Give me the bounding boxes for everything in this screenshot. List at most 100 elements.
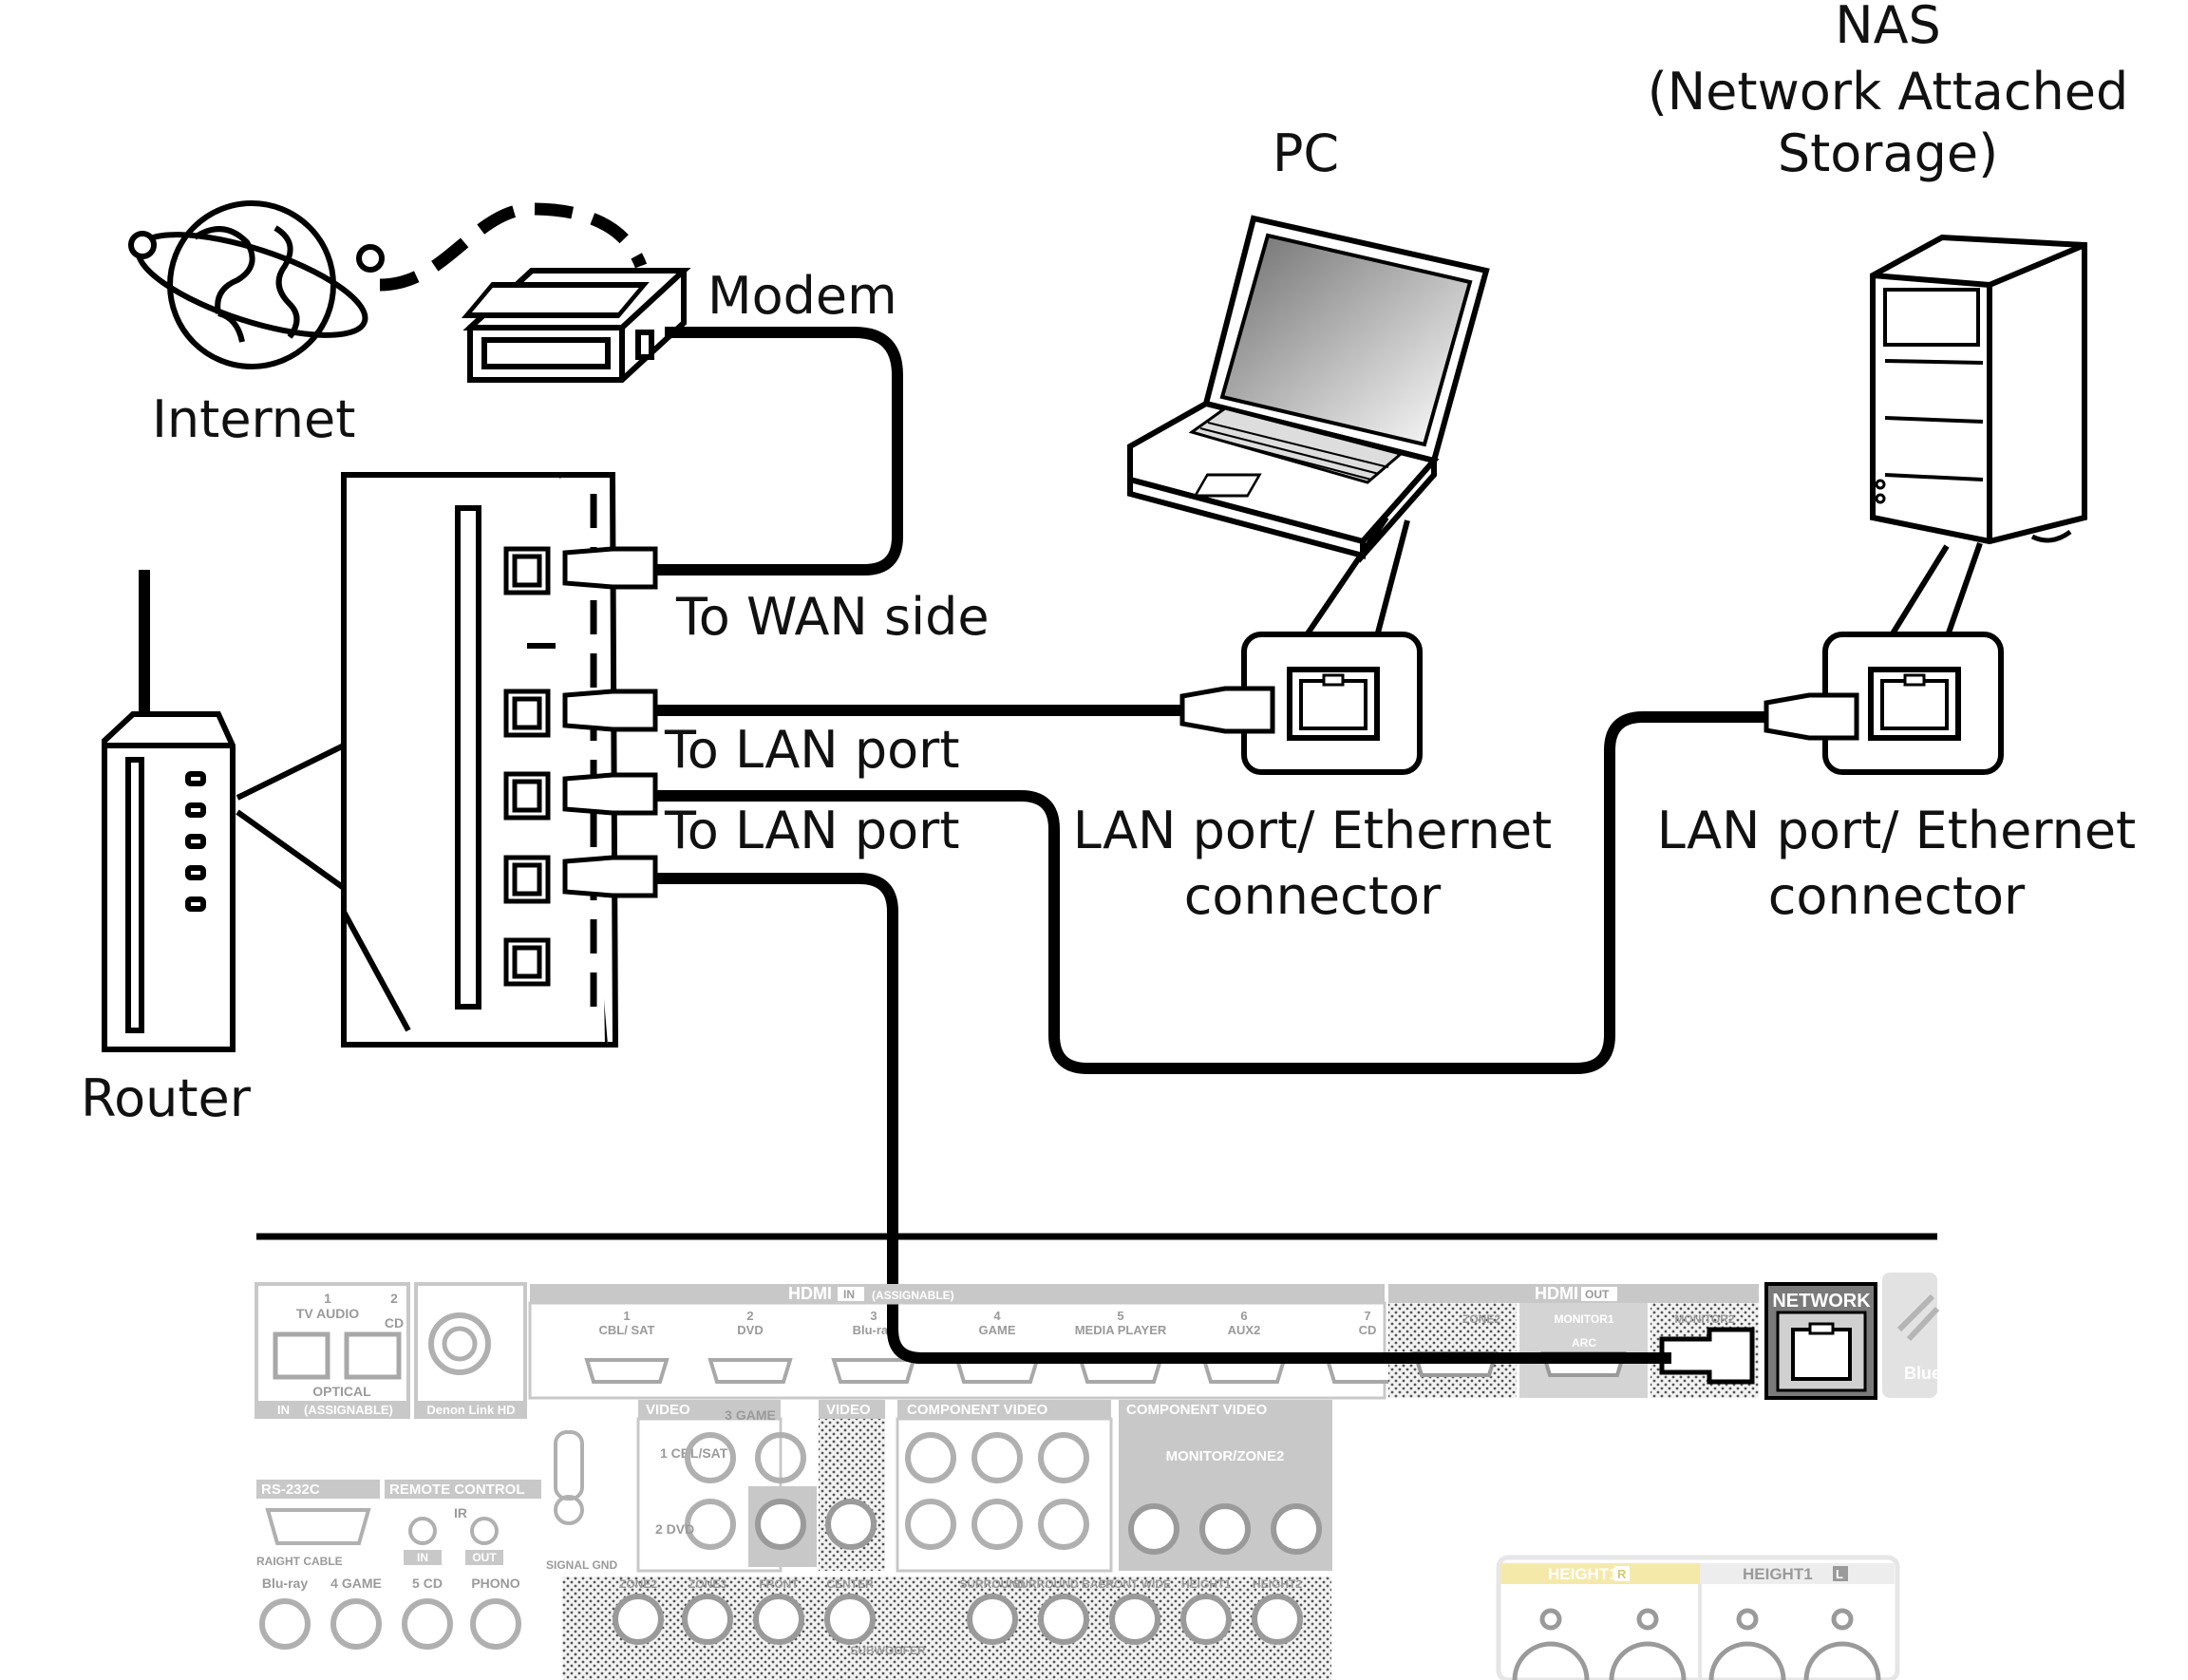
hdmi-input-socket xyxy=(707,1358,793,1384)
video-out-label: VIDEO xyxy=(826,1402,871,1418)
hdmi-input-name: GAME xyxy=(979,1323,1016,1337)
ir-out-label: OUT xyxy=(472,1551,497,1564)
bottom-input-label: 5 CD xyxy=(412,1576,443,1591)
hdmi-input-number: 5 xyxy=(1117,1309,1123,1323)
pc-lan-port xyxy=(1179,632,1423,775)
diagram-labels: NAS (Network Attached Storage) PC Modem … xyxy=(81,0,2136,1128)
hdmi-input-name: DVD xyxy=(737,1323,763,1337)
nas-zoom-callout xyxy=(1887,542,1983,640)
hdmi-in-label: HDMI xyxy=(788,1284,832,1303)
svg-text:R: R xyxy=(1617,1567,1627,1581)
nas-port-label-line2: connector xyxy=(1768,866,2026,926)
speaker-terminal-label: HEIGHT2 xyxy=(1253,1577,1302,1591)
svg-text:2: 2 xyxy=(390,1291,398,1306)
component-in-label: COMPONENT VIDEO xyxy=(907,1402,1048,1418)
speaker-terminal-label: ZONE2 xyxy=(619,1577,657,1591)
laptop-icon xyxy=(1127,215,1490,563)
hdmi-input-number: 3 xyxy=(870,1309,877,1323)
hdmi-input-number: 6 xyxy=(1240,1309,1247,1323)
hdmi-input-name: CBL/ SAT xyxy=(599,1323,655,1337)
speaker-jack xyxy=(1180,1594,1232,1645)
speaker-terminal-label: HEIGHT1 xyxy=(1181,1577,1231,1591)
optical-in-label: IN xyxy=(277,1403,290,1417)
hdmi-in-assign: (ASSIGNABLE) xyxy=(872,1289,954,1302)
hdmi-input-name: CD xyxy=(1359,1323,1377,1337)
hdmi-input-number: 7 xyxy=(1364,1309,1370,1323)
hdmi-input-name: Blu-ray xyxy=(853,1323,896,1337)
signal-gnd-label: SIGNAL GND xyxy=(546,1558,617,1572)
component-out-label: COMPONENT VIDEO xyxy=(1126,1402,1268,1418)
pc-plug xyxy=(1179,686,1275,734)
monitor1-label: MONITOR1 xyxy=(1554,1312,1613,1326)
pc-zoom-callout xyxy=(1303,516,1410,638)
height1-l-label: HEIGHT1 xyxy=(1743,1565,1813,1583)
pc-port-label-line2: connector xyxy=(1184,866,1442,926)
rs232c-label: RS-232C xyxy=(261,1482,320,1498)
tv-audio-label: TV AUDIO xyxy=(296,1306,359,1321)
bottom-input-label: 4 GAME xyxy=(330,1576,382,1591)
speaker-terminal-label: SURROUND xyxy=(959,1577,1026,1591)
internet-dashed-link xyxy=(379,202,648,292)
straight-cable-label: RAIGHT CABLE xyxy=(256,1555,343,1568)
rca-jack xyxy=(259,1598,311,1650)
nas-label-line2: (Network Attached xyxy=(1648,62,2129,122)
hdmi-out-badge: OUT xyxy=(1585,1288,1610,1301)
nas-port-label-line1: LAN port/ Ethernet xyxy=(1657,801,2136,860)
denon-link-label: Denon Link HD xyxy=(426,1403,515,1417)
arc-label: ARC xyxy=(1572,1336,1596,1350)
router-wan-port xyxy=(503,546,551,595)
speaker-jack xyxy=(824,1594,876,1645)
hdmi-input-number: 1 xyxy=(623,1309,630,1323)
svg-text:1: 1 xyxy=(324,1291,331,1306)
height1-r-label: HEIGHT1 xyxy=(1548,1565,1618,1583)
video-in-assign: (ASSIGNABLE) xyxy=(644,1418,720,1429)
optical-label: OPTICAL xyxy=(312,1384,371,1399)
speaker-terminal-label: SURROUND BACK xyxy=(1012,1577,1115,1591)
receiver-lan-plug xyxy=(1659,1327,1755,1385)
bottom-input-label: Blu-ray xyxy=(262,1576,308,1591)
nas-lan-port xyxy=(1764,632,2004,775)
bottom-input-row: Blu-ray 4 GAME 5 CD PHONO xyxy=(259,1576,521,1650)
video-one-cbl: 1 CBL/SAT xyxy=(660,1445,728,1461)
speaker-terminal-label: CENTER xyxy=(826,1577,874,1591)
speaker-terminal-label: ZONE3 xyxy=(688,1577,726,1591)
router-plugs xyxy=(562,546,658,898)
pc-port-label-line1: LAN port/ Ethernet xyxy=(1073,801,1552,860)
to-lan-label-2: To LAN port xyxy=(664,801,960,860)
router-lan-port-3 xyxy=(503,855,551,904)
router-zoom-callout xyxy=(236,743,346,891)
rca-jack xyxy=(402,1598,453,1650)
zone2-label: ZONE2 xyxy=(1462,1312,1500,1326)
hdmi-input-number: 4 xyxy=(993,1309,1001,1323)
hdmi-input-name: AUX2 xyxy=(1228,1323,1261,1337)
monitor2-label: MONITOR2 xyxy=(1674,1312,1734,1326)
speaker-jack xyxy=(967,1594,1018,1645)
nas-label-line1: NAS xyxy=(1835,0,1941,55)
receiver-rear-panel: 1 TV AUDIO 2 CD OPTICAL IN (ASSIGNABLE) … xyxy=(255,1233,1941,1680)
video-two-dvd: 2 DVD xyxy=(655,1521,694,1537)
optical-cd-label: CD xyxy=(385,1315,404,1331)
router-ports xyxy=(503,546,551,987)
router-label: Router xyxy=(81,1068,252,1128)
svg-text:L: L xyxy=(1836,1567,1843,1581)
hdmi-input-name: MEDIA PLAYER xyxy=(1075,1323,1167,1337)
router-lan-port-1 xyxy=(503,689,551,738)
nas-lan-cable xyxy=(655,711,1766,1074)
speaker-jack xyxy=(753,1594,804,1645)
to-lan-label-1: To LAN port xyxy=(664,720,960,780)
internet-label: Internet xyxy=(152,389,355,449)
router-icon xyxy=(102,570,236,1052)
bottom-input-label: PHONO xyxy=(471,1576,519,1591)
hdmi-input-socket xyxy=(831,1358,916,1384)
router-lan-port-2 xyxy=(503,771,551,821)
speaker-jack xyxy=(682,1594,733,1645)
video-three-game: 3 GAME xyxy=(725,1407,776,1423)
speaker-jack xyxy=(1038,1594,1089,1645)
